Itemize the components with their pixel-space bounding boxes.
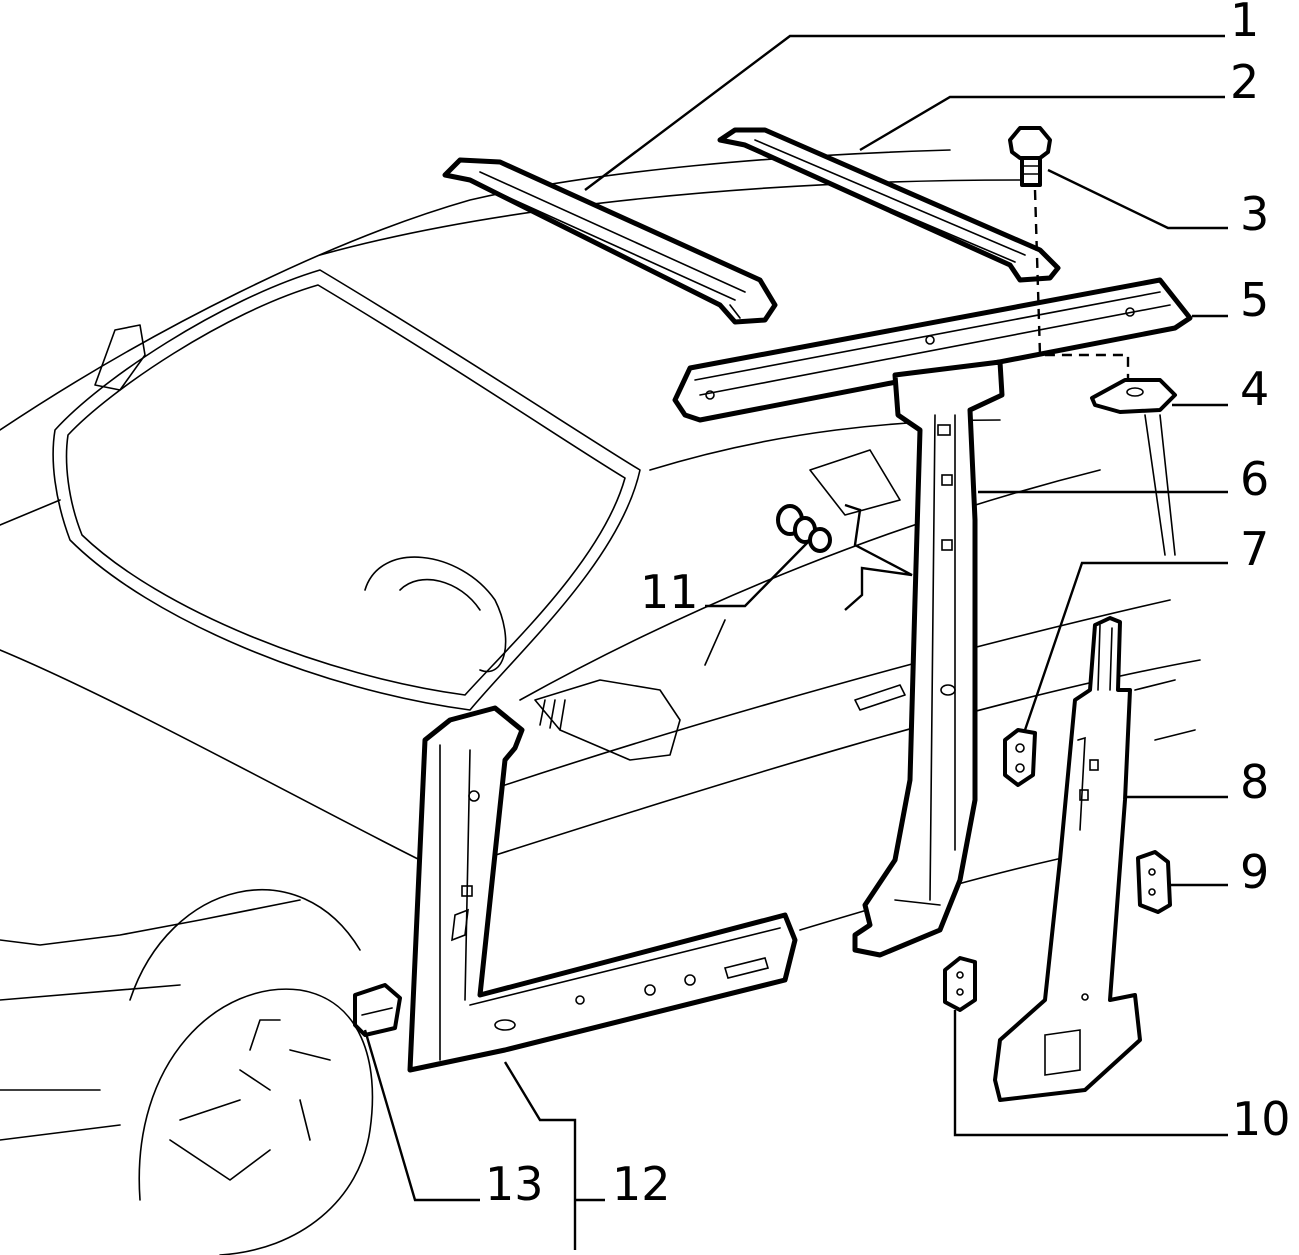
callout-4: 4 [1240, 362, 1269, 416]
part-1-front-roof-crossmember [442, 157, 778, 325]
wheel-arch [129, 889, 361, 1001]
part-5-roof-rail [672, 277, 1193, 423]
callout-12: 12 [612, 1157, 671, 1211]
callout-6: 6 [1240, 452, 1269, 506]
part-11-clip [776, 504, 832, 553]
callout-7: 7 [1240, 522, 1269, 576]
part-12-a-pillar-and-sill [407, 705, 798, 1073]
car-body-outline [0, 149, 1201, 1255]
part-10-plate [943, 956, 977, 1012]
part-6-b-pillar [852, 359, 1005, 958]
callout-11: 11 [640, 565, 699, 619]
part-9-plate [1136, 850, 1172, 914]
part-8-inner-pillar [993, 616, 1142, 1102]
part-13-bracket [353, 983, 402, 1037]
part-4-bracket [1090, 378, 1177, 414]
callout-2: 2 [1230, 55, 1259, 109]
callout-5: 5 [1240, 273, 1269, 327]
part-7-plate [1003, 728, 1037, 787]
part-2-rear-roof-crossmember [717, 127, 1061, 283]
callout-13: 13 [485, 1157, 544, 1211]
callout-8: 8 [1240, 755, 1269, 809]
part-3-bolt [1008, 126, 1052, 187]
wheel [138, 988, 374, 1255]
side-mirror [534, 679, 681, 761]
callout-1: 1 [1230, 0, 1259, 47]
leader-lines [363, 34, 1228, 1250]
callout-10: 10 [1232, 1092, 1291, 1146]
callout-3: 3 [1240, 187, 1269, 241]
callout-labels: 1 2 3 4 5 6 7 8 9 10 11 12 13 [485, 0, 1291, 1211]
windshield-outline [52, 269, 641, 711]
callout-9: 9 [1240, 845, 1269, 899]
